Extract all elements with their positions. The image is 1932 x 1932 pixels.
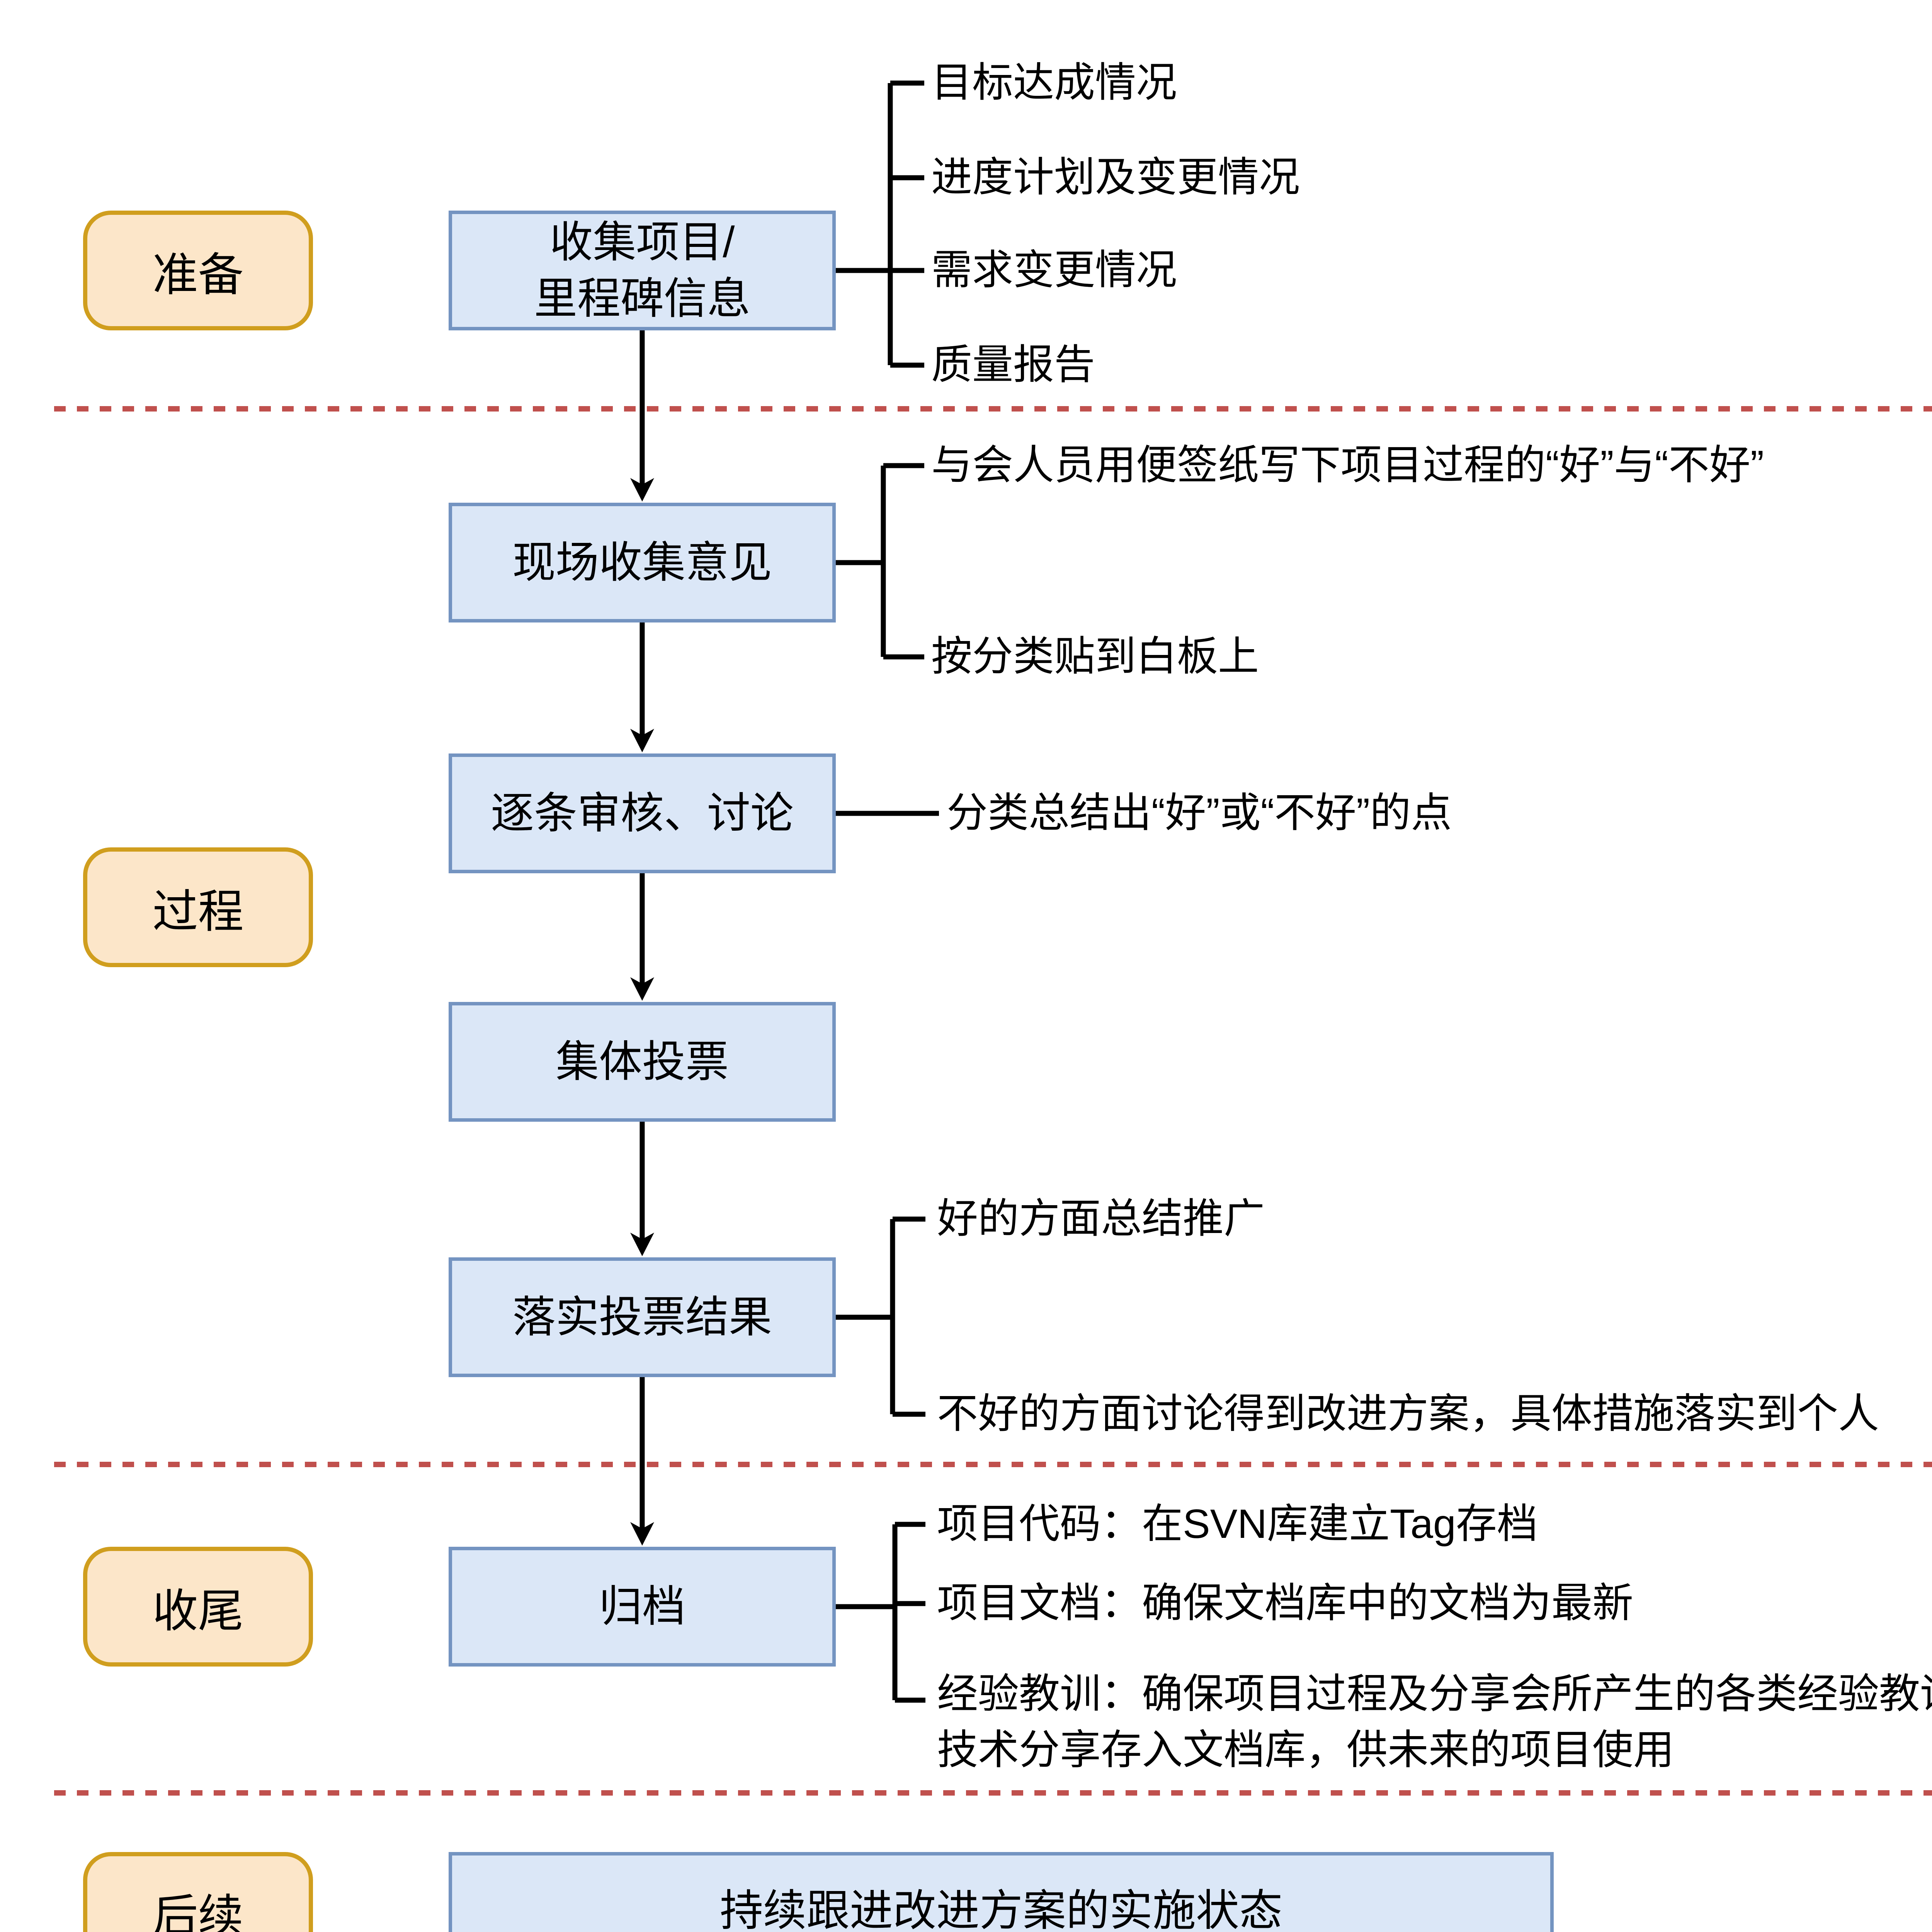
arrowhead: [630, 1522, 654, 1546]
arrowhead: [630, 1233, 654, 1256]
arrowhead: [630, 478, 654, 502]
stage-box-closing: 收尾: [83, 1547, 313, 1667]
flow-arrow-1: [630, 330, 654, 502]
step-box-implement-results: 落实投票结果: [449, 1257, 836, 1377]
annotation-improve-bad: 不好的方面讨论得到改进方案，具体措施落实到个人: [937, 1391, 1879, 1437]
flow-arrow-4: [630, 1122, 654, 1256]
flow-arrow-3: [630, 873, 654, 1001]
step-box-track-improvements: 持续跟进改进方案的实施状态: [449, 1852, 1554, 1932]
connector-archive-branches: [836, 1522, 925, 1703]
annotation-promote-good: 好的方面总结推广: [937, 1196, 1265, 1242]
annotation-lessons-learned: 经验教训：确保项目过程及分享会所产生的各类经验教训、 技术分享存入文档库，供未来…: [937, 1671, 1932, 1773]
step-box-collect-info: 收集项目/ 里程碑信息: [449, 211, 836, 330]
annotation-goal-achievement: 目标达成情况: [931, 60, 1177, 105]
annotation-project-code: 项目代码：在SVN库建立Tag存档: [937, 1501, 1538, 1547]
flow-arrow-2: [630, 622, 654, 752]
stage-label: 过程: [152, 886, 244, 937]
arrowhead: [630, 977, 654, 1001]
annotation-schedule-changes: 进度计划及变更情况: [931, 155, 1300, 200]
connector-implement-branches: [836, 1216, 925, 1417]
annotation-post-to-whiteboard: 按分类贴到白板上: [931, 634, 1259, 679]
stage-label: 后续: [152, 1891, 244, 1932]
step-box-onsite-opinions: 现场收集意见: [449, 503, 836, 622]
stage-box-prepare: 准备: [83, 211, 313, 330]
connector-collect-info-branches: [836, 80, 924, 368]
connector-onsite-branches: [836, 463, 924, 660]
annotation-requirement-changes: 需求变更情况: [931, 247, 1177, 293]
arrowhead: [630, 729, 654, 752]
annotation-quality-report: 质量报告: [931, 342, 1095, 388]
flow-arrow-5: [630, 1377, 654, 1546]
stage-box-follow-up: 后续: [83, 1852, 313, 1932]
step-box-archive: 归档: [449, 1547, 836, 1667]
step-box-review-discuss: 逐条审核、讨论: [449, 753, 836, 873]
annotation-project-docs: 项目文档：确保文档库中的文档为最新: [937, 1580, 1633, 1626]
stage-box-process: 过程: [83, 847, 313, 967]
annotation-categorize-points: 分类总结出“好”或“不好”的点: [947, 790, 1452, 836]
section-divider-3: [54, 1790, 1932, 1796]
stage-label: 准备: [152, 249, 244, 301]
annotation-sticky-notes: 与会人员用便签纸写下项目过程的“好”与“不好”: [931, 442, 1764, 488]
section-divider-1: [54, 406, 1932, 412]
step-box-group-vote: 集体投票: [449, 1002, 836, 1122]
section-divider-2: [54, 1462, 1932, 1467]
stage-label: 收尾: [152, 1585, 244, 1637]
